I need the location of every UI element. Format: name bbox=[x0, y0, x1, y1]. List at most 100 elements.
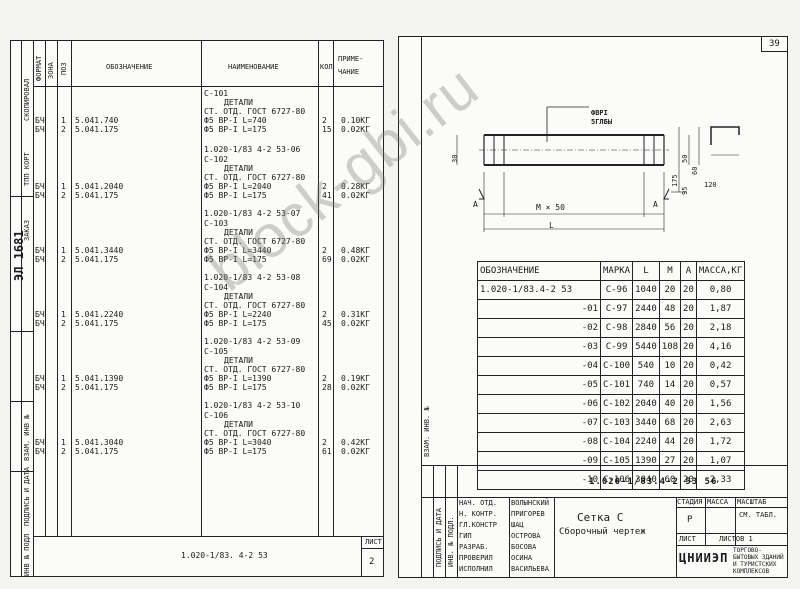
block-ref: 1.020-1/83 4-2 53-07 bbox=[204, 209, 301, 218]
right-sheet: 39 ФВРI 5ГЛБЫ M × 50 L A A 30 50 60 bbox=[398, 36, 788, 578]
left-sheet-label: ЛИСТ bbox=[365, 538, 382, 546]
table-header-cell: МАРКА bbox=[599, 261, 634, 281]
table-cell: 3440 bbox=[632, 413, 660, 433]
stage-value: Р bbox=[687, 515, 693, 525]
block-std: СТ. ОТД. ГОСТ 6727-80 bbox=[204, 301, 306, 310]
hdr-note: ПРИМЕ- ЧАНИЕ bbox=[338, 55, 364, 76]
row-note: 0.02КГ bbox=[341, 447, 370, 456]
hdr-name: НАИМЕНОВАНИЕ bbox=[228, 63, 279, 71]
table-cell: 60 bbox=[658, 470, 682, 490]
row-name: Ф5 ВР-I L=175 bbox=[204, 255, 267, 264]
row-designation: 5.041.175 bbox=[75, 255, 119, 264]
row-qty: 45 bbox=[322, 319, 332, 328]
row-designation: 5.041.175 bbox=[75, 191, 119, 200]
table-cell: С-101 bbox=[599, 375, 634, 395]
person-name: ПРИГОРЕВ bbox=[511, 510, 545, 518]
org-logo: ЦНИИЭП bbox=[679, 551, 729, 565]
scale-value: СМ. ТАБЛ. bbox=[739, 511, 777, 519]
dim-175: 175 bbox=[671, 174, 679, 187]
role-label: ПРОВЕРИЛ bbox=[459, 554, 493, 562]
row-format: БЧ bbox=[35, 246, 45, 255]
row-pos: 2 bbox=[61, 447, 66, 456]
doc-code: 1.020-1/83.4-2 53 56 bbox=[589, 477, 718, 487]
table-cell: 20 bbox=[680, 280, 697, 300]
row-pos: 2 bbox=[61, 191, 66, 200]
table-cell: 20 bbox=[680, 451, 697, 471]
table-cell: 20 bbox=[680, 356, 697, 376]
person-name: ШАЦ bbox=[511, 521, 524, 529]
row-note: 0.10КГ bbox=[341, 116, 370, 125]
block-parts: ДЕТАЛИ bbox=[224, 98, 253, 107]
row-qty: 15 bbox=[322, 125, 332, 134]
side-inv: ИНВ № ПОДЛ bbox=[23, 533, 31, 576]
row-format: БЧ bbox=[35, 191, 45, 200]
row-format: БЧ bbox=[35, 255, 45, 264]
row-note: 0.28КГ bbox=[341, 182, 370, 191]
side-tp: ТПП КОРТ bbox=[23, 152, 31, 186]
row-qty: 2 bbox=[322, 310, 327, 319]
row-pos: 1 bbox=[61, 438, 66, 447]
row-pos: 2 bbox=[61, 383, 66, 392]
row-qty: 2 bbox=[322, 438, 327, 447]
table-header-cell: ОБОЗНАЧЕНИЕ bbox=[477, 261, 601, 281]
row-designation: 5.041.175 bbox=[75, 125, 119, 134]
table-cell: 14 bbox=[658, 375, 682, 395]
table-cell: 20 bbox=[658, 280, 682, 300]
block-ref: 1.020-1/83 4-2 53-10 bbox=[204, 401, 301, 410]
role-label: Н. КОНТР. bbox=[459, 510, 497, 518]
table-header-cell: L bbox=[632, 261, 660, 281]
block-std: СТ. ОТД. ГОСТ 6727-80 bbox=[204, 237, 306, 246]
dim-a-right: A bbox=[653, 200, 658, 209]
page-number: 39 bbox=[769, 39, 780, 49]
side-copied: СКОПИРОВАЛ bbox=[23, 78, 31, 121]
row-note: 0.02КГ bbox=[341, 319, 370, 328]
table-cell: 2,33 bbox=[695, 470, 746, 490]
row-qty: 61 bbox=[322, 447, 332, 456]
row-qty: 2 bbox=[322, 246, 327, 255]
hdr-zone: ЗОНА bbox=[47, 62, 55, 79]
row-qty: 2 bbox=[322, 374, 327, 383]
left-footer-code: 1.020-1/83. 4-2 53 bbox=[181, 551, 268, 560]
right-side-inv: ИНВ. № ПОДЛ. bbox=[447, 516, 455, 567]
left-sheet-number: 2 bbox=[369, 557, 375, 567]
block-code: С-102 bbox=[204, 155, 229, 164]
block-ref: 1.020-1/83 4-2 53-08 bbox=[204, 273, 301, 282]
row-format: БЧ bbox=[35, 438, 45, 447]
row-note: 0.19КГ bbox=[341, 374, 370, 383]
table-cell: С-100 bbox=[599, 356, 634, 376]
row-pos: 2 bbox=[61, 255, 66, 264]
table-cell: С-106 bbox=[599, 470, 634, 490]
row-qty: 69 bbox=[322, 255, 332, 264]
table-header-cell: M bbox=[658, 261, 682, 281]
row-pos: 1 bbox=[61, 116, 66, 125]
role-label: ИСПОЛНИЛ bbox=[459, 565, 493, 573]
role-label: ГЛ.КОНСТР bbox=[459, 521, 497, 529]
table-cell: 20 bbox=[680, 318, 697, 338]
hdr-qty: КОЛ bbox=[320, 63, 333, 71]
row-qty: 2 bbox=[322, 116, 327, 125]
dim-120: 120 bbox=[704, 181, 717, 189]
row-designation: 5.041.3040 bbox=[75, 438, 124, 447]
role-label: НАЧ. ОТД. bbox=[459, 499, 497, 507]
table-cell: 5440 bbox=[632, 337, 660, 357]
row-name: Ф5 ВР-I L=175 bbox=[204, 319, 267, 328]
row-designation: 5.041.2240 bbox=[75, 310, 124, 319]
block-parts: ДЕТАЛИ bbox=[224, 356, 253, 365]
row-format: БЧ bbox=[35, 319, 45, 328]
table-cell: С-99 bbox=[599, 337, 634, 357]
table-cell: 0,42 bbox=[695, 356, 746, 376]
scale-header: МАСШТАБ bbox=[737, 498, 767, 506]
side-sign: ПОДПИСЬ И ДАТА bbox=[23, 466, 31, 526]
table-cell: -05 bbox=[477, 375, 601, 395]
dim-m: M × 50 bbox=[536, 203, 565, 212]
block-code: С-103 bbox=[204, 219, 229, 228]
table-cell: 2840 bbox=[632, 318, 660, 338]
block-std: СТ. ОТД. ГОСТ 6727-80 bbox=[204, 173, 306, 182]
row-format: БЧ bbox=[35, 116, 45, 125]
row-note: 0.02КГ bbox=[341, 191, 370, 200]
block-ref: 1.020-1/83 4-2 53-06 bbox=[204, 145, 301, 154]
